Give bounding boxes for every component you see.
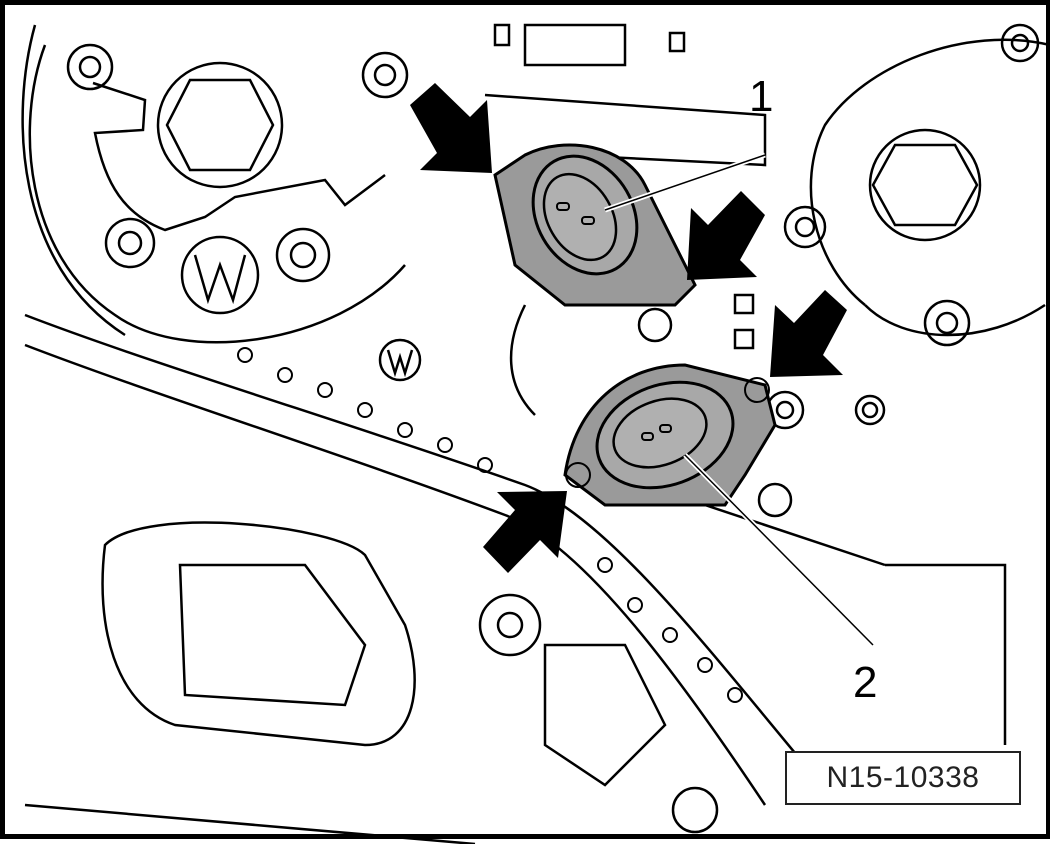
- central-housing: [378, 23, 1007, 745]
- timing-chain: [24, 313, 806, 806]
- arrow-lower-left-icon: [483, 491, 567, 573]
- figure-id-label: N15-10338: [785, 751, 1021, 805]
- lower-valve-solenoid: [563, 363, 777, 507]
- arrow-upper-right-icon: [687, 191, 765, 280]
- leader-line-1: [604, 154, 766, 211]
- arrow-lower-right-icon: [770, 290, 847, 377]
- left-camshaft-sprocket: [21, 24, 409, 344]
- arrow-upper-left-icon: [410, 83, 492, 173]
- leader-line-2: [684, 454, 874, 646]
- callout-number-2: 2: [853, 658, 878, 707]
- upper-valve-solenoid: [493, 143, 697, 307]
- right-camshaft-sprocket: [783, 23, 1050, 426]
- callout-number-1: 1: [749, 72, 774, 121]
- chain-guide: [24, 521, 719, 844]
- engine-timing-drawing: [21, 23, 1050, 844]
